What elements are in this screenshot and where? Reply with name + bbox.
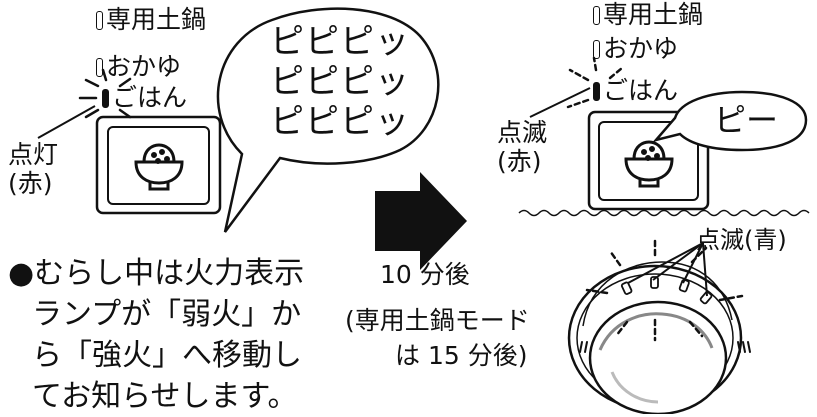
speech-bubble-right: [652, 90, 808, 152]
donabe-mode-note-line2: は 15 分後): [395, 341, 528, 370]
description-line: ●むらし中は火力表示: [8, 256, 305, 291]
mode-item-gohan-left: ごはん: [102, 84, 187, 112]
dial-state-label: 点滅(青): [696, 226, 787, 254]
description-paragraph: ●むらし中は火力表示 ランプが「弱火」か ら「強火」へ移動し てお知らせします。: [8, 253, 304, 417]
mode-item-gohan-right: ごはん: [593, 77, 678, 105]
rice-bowl-icon: [624, 140, 674, 188]
indicator-lamp: [593, 6, 600, 25]
indicator-lamp: [96, 11, 103, 30]
state-label-line1: 点灯: [8, 140, 59, 169]
mode-label: 専用土鍋: [106, 5, 207, 34]
indicator-lamp: [96, 58, 103, 77]
description-line: てお知らせします。: [32, 379, 298, 414]
beep-line: ピピピッ: [270, 22, 410, 62]
mode-label: ごはん: [112, 83, 188, 112]
beep-line: ピピピッ: [270, 102, 410, 142]
mode-item-okayu-right: おかゆ: [593, 35, 678, 63]
arrow-right-icon: [375, 172, 467, 270]
wavy-divider: [518, 209, 810, 217]
mode-item-donabe-left: 専用土鍋: [96, 6, 206, 34]
state-label-line1: 点滅: [497, 118, 548, 147]
lit-glow-left: [78, 68, 132, 119]
elapsed-time-label: 10 分後: [380, 260, 470, 289]
blink-marks-right: [566, 56, 624, 109]
beep-line: ピピピッ: [270, 62, 410, 102]
donabe-mode-note-line1: (専用土鍋モード: [345, 306, 530, 335]
bubble-text-right: ピー: [714, 101, 779, 139]
speech-bubble-left: [216, 7, 440, 233]
mode-item-okayu-left: おかゆ: [96, 53, 181, 81]
bubble-text-left: ピピピッ ピピピッ ピピピッ: [270, 22, 410, 142]
rice-button-left[interactable]: [95, 115, 222, 215]
dial-blink-marks: [585, 236, 744, 342]
state-label-line2: (赤): [8, 169, 53, 198]
mode-label: おかゆ: [106, 52, 182, 81]
mode-item-donabe-right: 専用土鍋: [593, 1, 703, 29]
indicator-lamp-blinking: [593, 82, 600, 101]
indicator-lamp-lit: [102, 89, 109, 108]
mode-label: 専用土鍋: [603, 0, 704, 29]
rice-bowl-icon: [134, 143, 184, 191]
indicator-state-label-right: 点滅 (赤): [497, 118, 547, 176]
description-line: ランプが「弱火」か: [32, 297, 302, 332]
indicator-lamp: [593, 40, 600, 59]
mode-label: おかゆ: [603, 34, 679, 63]
leader-line-right: [529, 87, 591, 118]
mode-label: ごはん: [603, 76, 679, 105]
dial-leader-lines: [627, 242, 708, 297]
state-label-line2: (赤): [497, 147, 542, 176]
leader-line-left: [37, 105, 96, 139]
indicator-state-label-left: 点灯 (赤): [8, 140, 58, 198]
description-line: ら「強火」へ移動し: [32, 338, 302, 373]
heat-dial-icon[interactable]: [567, 261, 751, 414]
